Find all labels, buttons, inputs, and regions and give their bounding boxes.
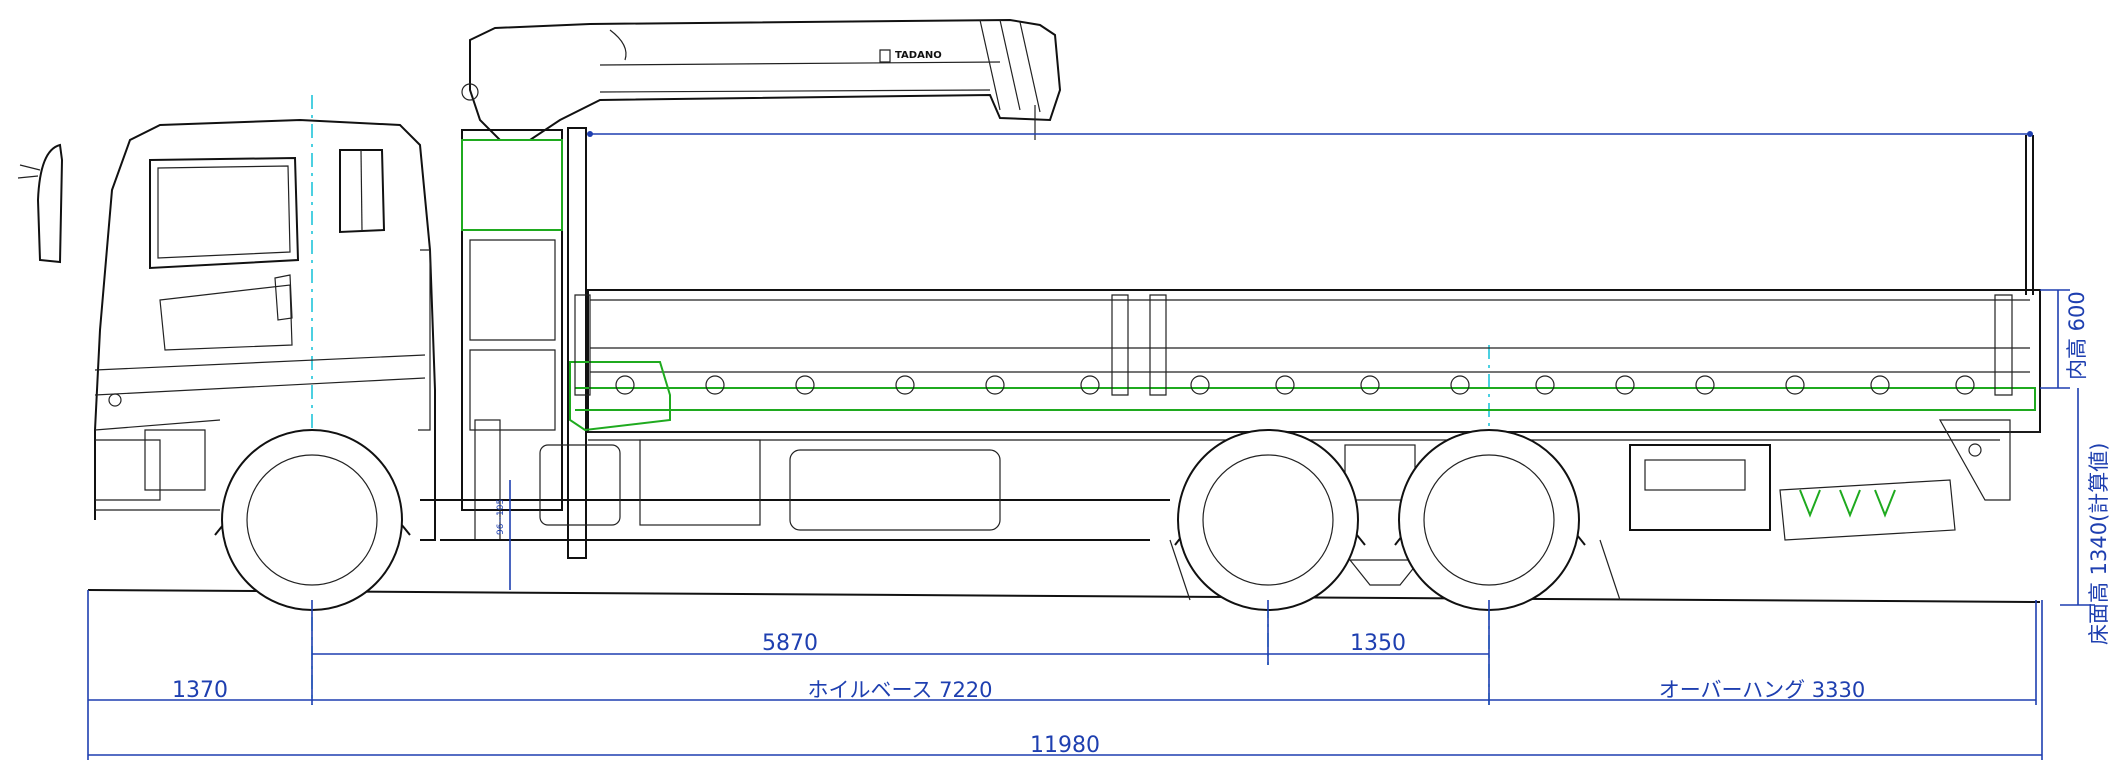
- axle-spacing-dimensions: 5870 1350: [312, 631, 1489, 656]
- ground-line: [87, 589, 2041, 603]
- crane-logo-text: TADANO: [895, 50, 942, 61]
- front-wheel: [214, 429, 411, 611]
- wheelbase-dimensions: 1370 ホイルベース 7220 オーバーハング 3330: [88, 678, 2036, 703]
- inner-height-dimension: 内高 600: [2040, 289, 2089, 389]
- rear-light-assembly: [1938, 419, 2011, 501]
- front-overhang-label: 1370: [172, 678, 228, 703]
- column-height-label: 96~105: [496, 499, 506, 535]
- rear-axle-spacing-label: 1350: [1350, 631, 1406, 656]
- front-to-rear-axle-label: 5870: [762, 631, 818, 656]
- overall-length-dimension: 11980: [88, 733, 2042, 758]
- overall-top-line: [587, 131, 2033, 137]
- rear-wheel-1: [1174, 429, 1366, 611]
- dimension-extension-lines: [87, 590, 2043, 760]
- inner-height-label: 内高 600: [2065, 291, 2089, 380]
- rear-overhang-label: オーバーハング 3330: [1659, 678, 1866, 702]
- cargo-deck: [569, 289, 2041, 441]
- truck-cab: [17, 118, 436, 541]
- chassis-frame: [420, 439, 1956, 601]
- rear-stanchion: [2025, 135, 2034, 295]
- rear-wheel-2: [1394, 429, 1586, 611]
- overall-length-label: 11980: [1030, 733, 1100, 758]
- column-height-marker: 96~105: [496, 480, 511, 590]
- floor-height-label: 床面高 1340(計算値): [2087, 442, 2111, 645]
- gate-hinges: [615, 375, 1975, 395]
- floor-height-dimension: 床面高 1340(計算値): [2060, 388, 2111, 645]
- wheelbase-label: ホイルベース 7220: [807, 678, 992, 702]
